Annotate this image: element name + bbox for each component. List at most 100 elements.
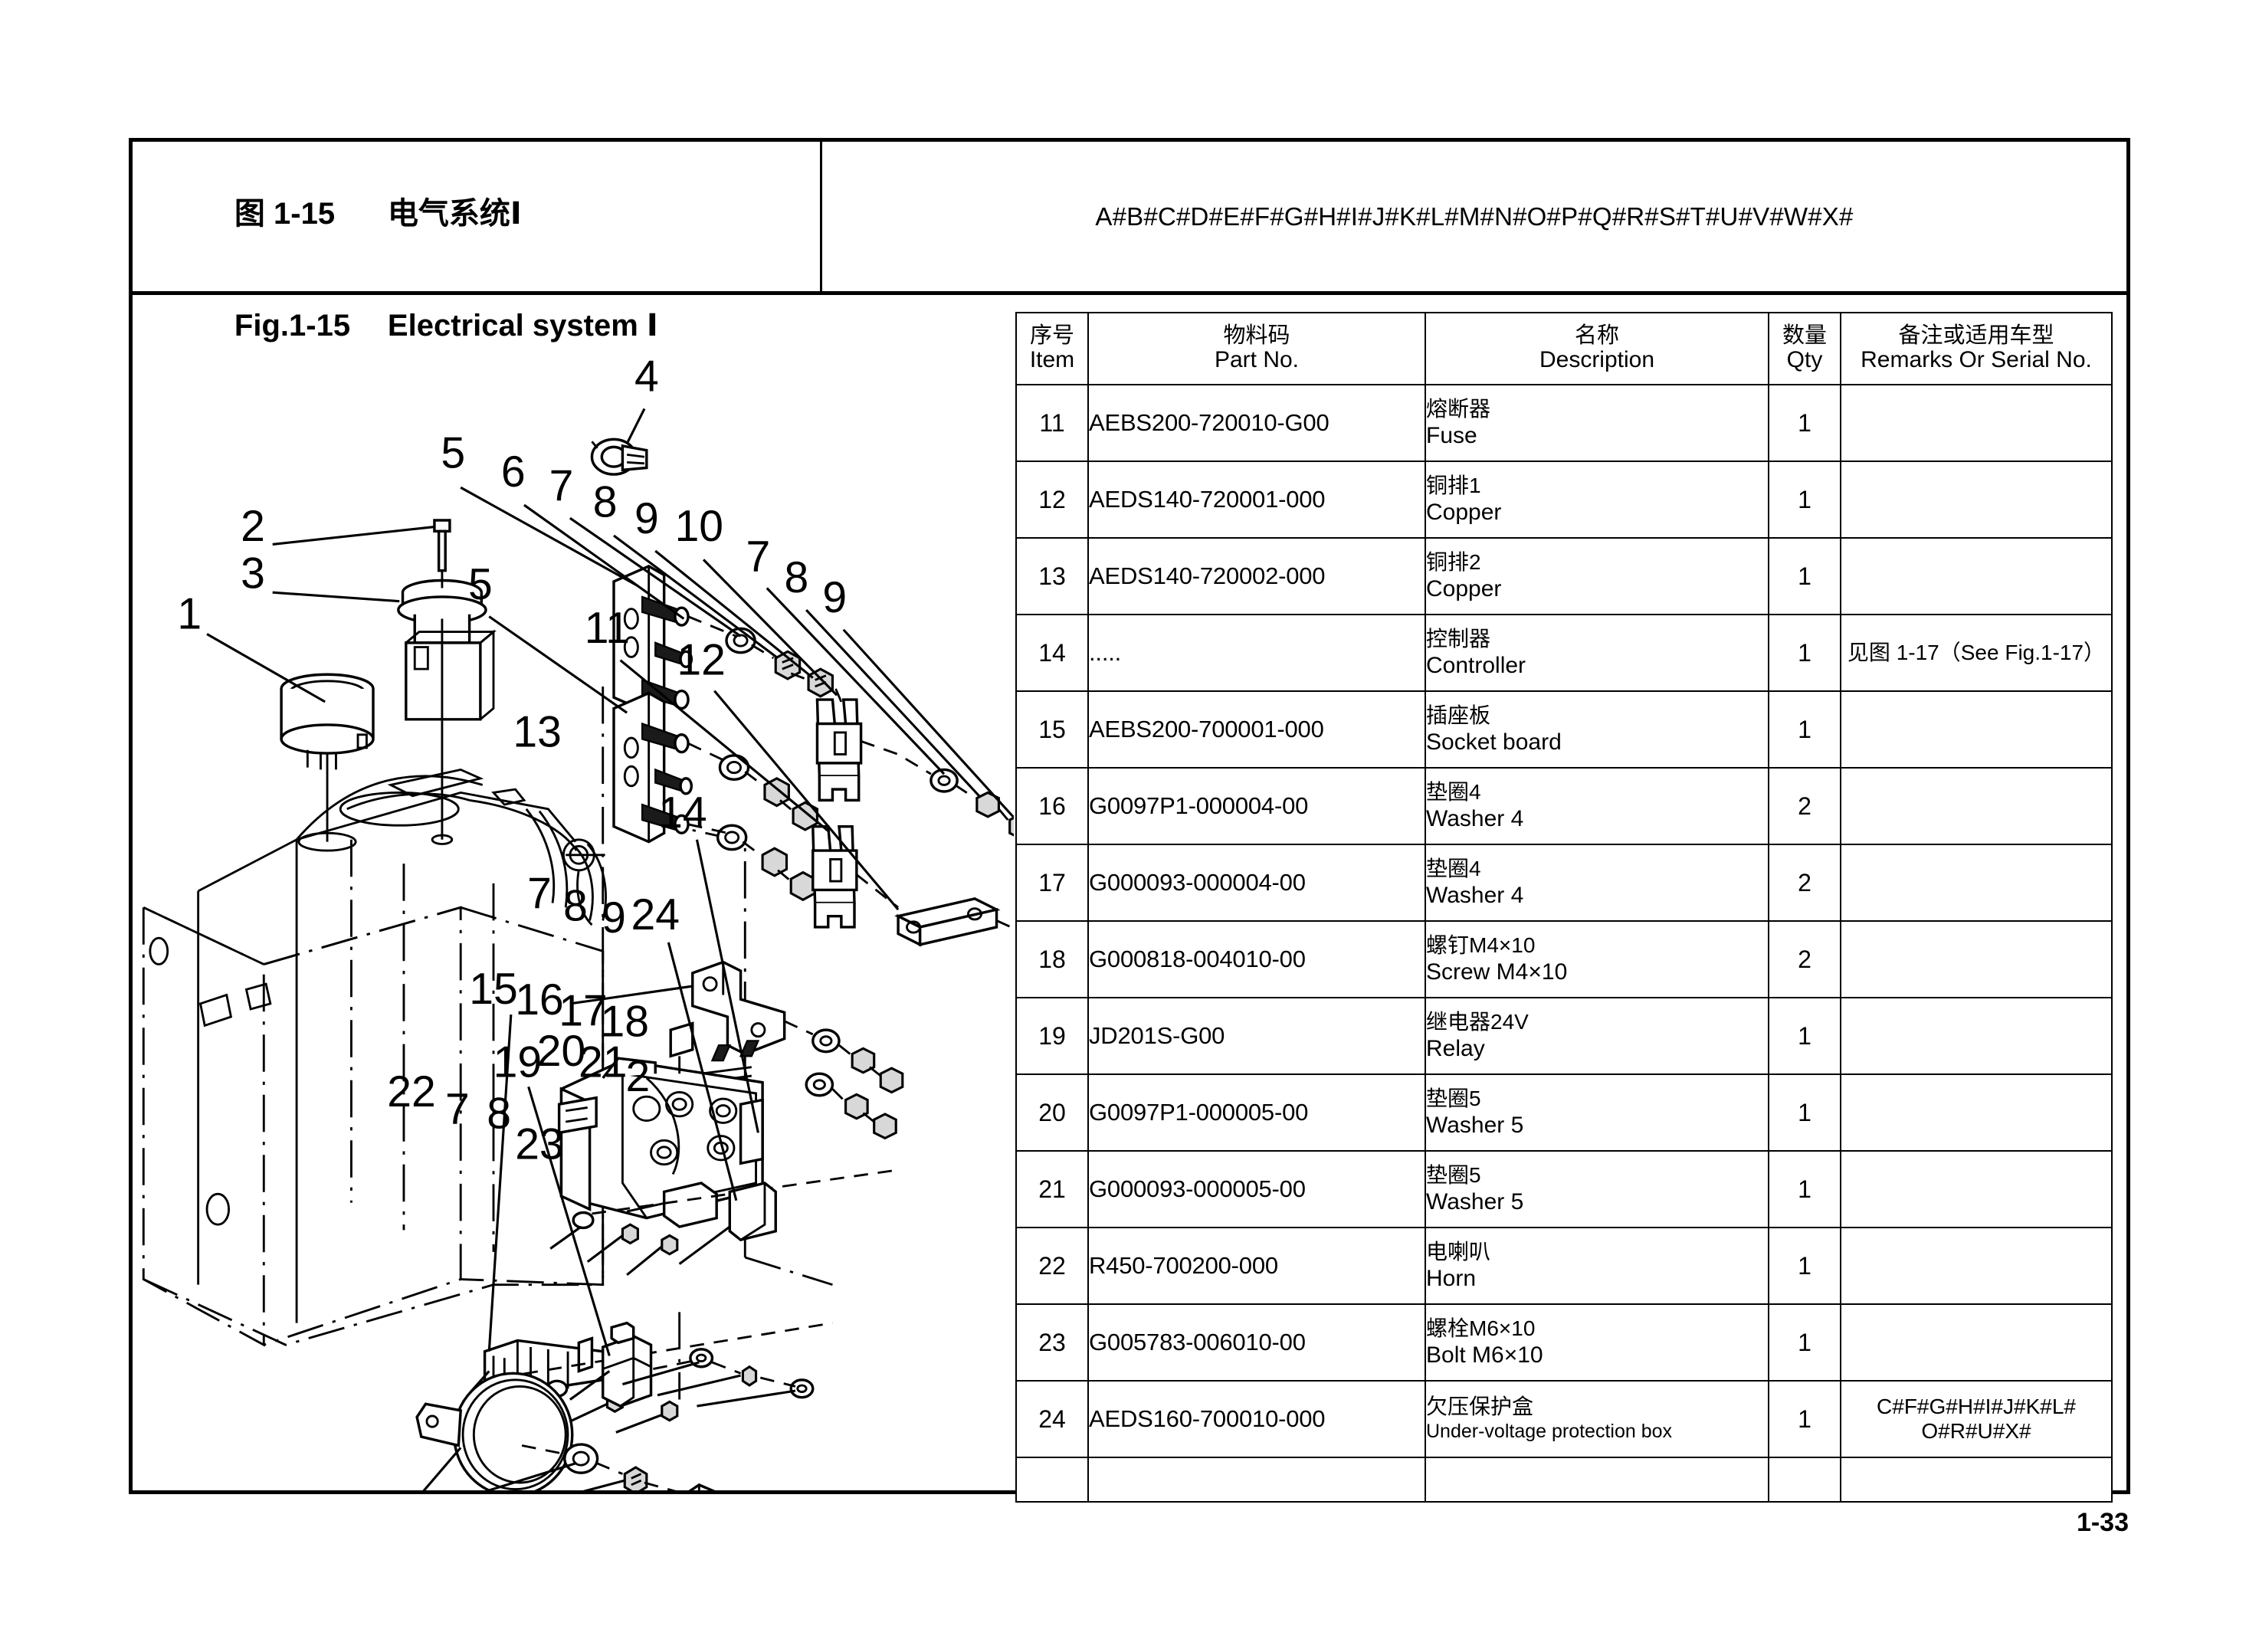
cell-remarks: [1840, 1227, 2113, 1305]
cell-part-no: AEDS160-700010-000: [1087, 1380, 1426, 1458]
callout-number: 24: [631, 890, 680, 939]
cell-qty: 1: [1768, 1380, 1841, 1458]
cell-qty: 2: [1768, 920, 1841, 998]
callout-number: 9: [634, 494, 659, 543]
callout-number: 9: [602, 893, 626, 942]
cell-qty: 1: [1768, 1150, 1841, 1228]
cell-remarks: [1840, 1150, 2113, 1228]
callout-number: 12: [677, 635, 726, 684]
description-en: Horn: [1426, 1266, 1477, 1292]
cell-remarks: [1840, 384, 2113, 462]
description-cn: 控制器: [1426, 626, 1491, 651]
description-en: Copper: [1426, 500, 1502, 526]
cell-blank: [1015, 1457, 1089, 1503]
callout-number: 7: [445, 1085, 470, 1134]
description-en: Screw M4×10: [1426, 959, 1568, 985]
part-hardware-upper-right: [861, 739, 1014, 837]
callout-leaders: [206, 408, 1014, 1356]
cell-item: 15: [1015, 690, 1089, 769]
part-2-screw: [433, 519, 451, 588]
part-13-copper-bracket: [569, 960, 904, 1140]
model-code-cell: A#B#C#D#E#F#G#H#I#J#K#L#M#N#O#P#Q#R#S#T#…: [822, 142, 2126, 291]
cell-item: 17: [1015, 844, 1089, 922]
cell-part-no: G000093-000004-00: [1087, 844, 1426, 922]
cell-item: 19: [1015, 997, 1089, 1075]
callout-number: 7: [527, 870, 552, 919]
cell-blank: [1087, 1457, 1426, 1503]
cell-part-no: G005783-006010-00: [1087, 1303, 1426, 1382]
callout-number: 19: [493, 1038, 543, 1087]
description-en: Under-voltage protection box: [1426, 1421, 1673, 1443]
cell-qty: 1: [1768, 1073, 1841, 1152]
cell-remarks: [1840, 1303, 2113, 1382]
cell-part-no: JD201S-G00: [1087, 997, 1426, 1075]
callout-number: 8: [487, 1090, 511, 1139]
description-cn: 电喇叭: [1426, 1239, 1491, 1264]
description-cn: 插座板: [1426, 703, 1491, 727]
callout-number: 23: [515, 1120, 564, 1169]
cell-part-no: .....: [1087, 614, 1426, 692]
description-cn: 垫圈4: [1426, 779, 1481, 804]
description-en: Washer 5: [1426, 1189, 1524, 1215]
table-header: 序号 Item 物料码 Part No. 名称 Description 数量: [1015, 312, 2113, 385]
callout-number: 7: [549, 461, 574, 510]
description-cn: 螺栓M6×10: [1426, 1316, 1536, 1340]
col-header-description: 名称 Description: [1425, 312, 1769, 385]
description-cn: 垫圈5: [1426, 1086, 1481, 1110]
cell-qty: 1: [1768, 537, 1841, 615]
part-11-fuse-holder: [811, 824, 858, 929]
cell-remarks: [1840, 1073, 2113, 1152]
callout-number: 5: [441, 429, 465, 478]
description-cn: 铜排1: [1426, 473, 1481, 497]
description-cn: 熔断器: [1426, 396, 1491, 421]
callout-number: 9: [822, 573, 847, 622]
cell-remarks: C#F#G#H#I#J#K#L#O#R#U#X#: [1840, 1380, 2113, 1458]
cell-part-no: AEDS140-720002-000: [1087, 537, 1426, 615]
callout-number: 22: [387, 1067, 436, 1116]
part-10-fuse-holder: [815, 686, 863, 802]
callout-number: 10: [675, 502, 724, 551]
cell-item: 12: [1015, 461, 1089, 539]
part-1-key-switch: [280, 673, 375, 852]
cell-qty: 1: [1768, 1227, 1841, 1305]
callout-number: 5: [468, 560, 493, 609]
callout-number: 7: [746, 533, 771, 582]
part-14-controller: [557, 1021, 764, 1228]
parts-table: 序号 Item 物料码 Part No. 名称 Description 数量: [1015, 312, 2113, 1503]
description-cn: 垫圈4: [1426, 856, 1481, 880]
callout-number: 15: [469, 965, 518, 1014]
cell-item: 18: [1015, 920, 1089, 998]
cell-qty: 2: [1768, 844, 1841, 922]
cell-qty: 1: [1768, 997, 1841, 1075]
description-en: Washer 4: [1426, 883, 1524, 909]
part-3-emergency-stop: [397, 579, 497, 845]
col-header-qty: 数量 Qty: [1768, 312, 1841, 385]
cell-item: 22: [1015, 1227, 1089, 1305]
callout-number: 4: [634, 352, 659, 402]
description-en: Fuse: [1426, 423, 1477, 449]
cell-remarks: [1840, 690, 2113, 769]
description-en: Washer 4: [1426, 806, 1524, 832]
cell-blank: [1768, 1457, 1841, 1503]
callout-number: 11: [585, 604, 630, 653]
part-22-horn: [415, 1372, 574, 1490]
